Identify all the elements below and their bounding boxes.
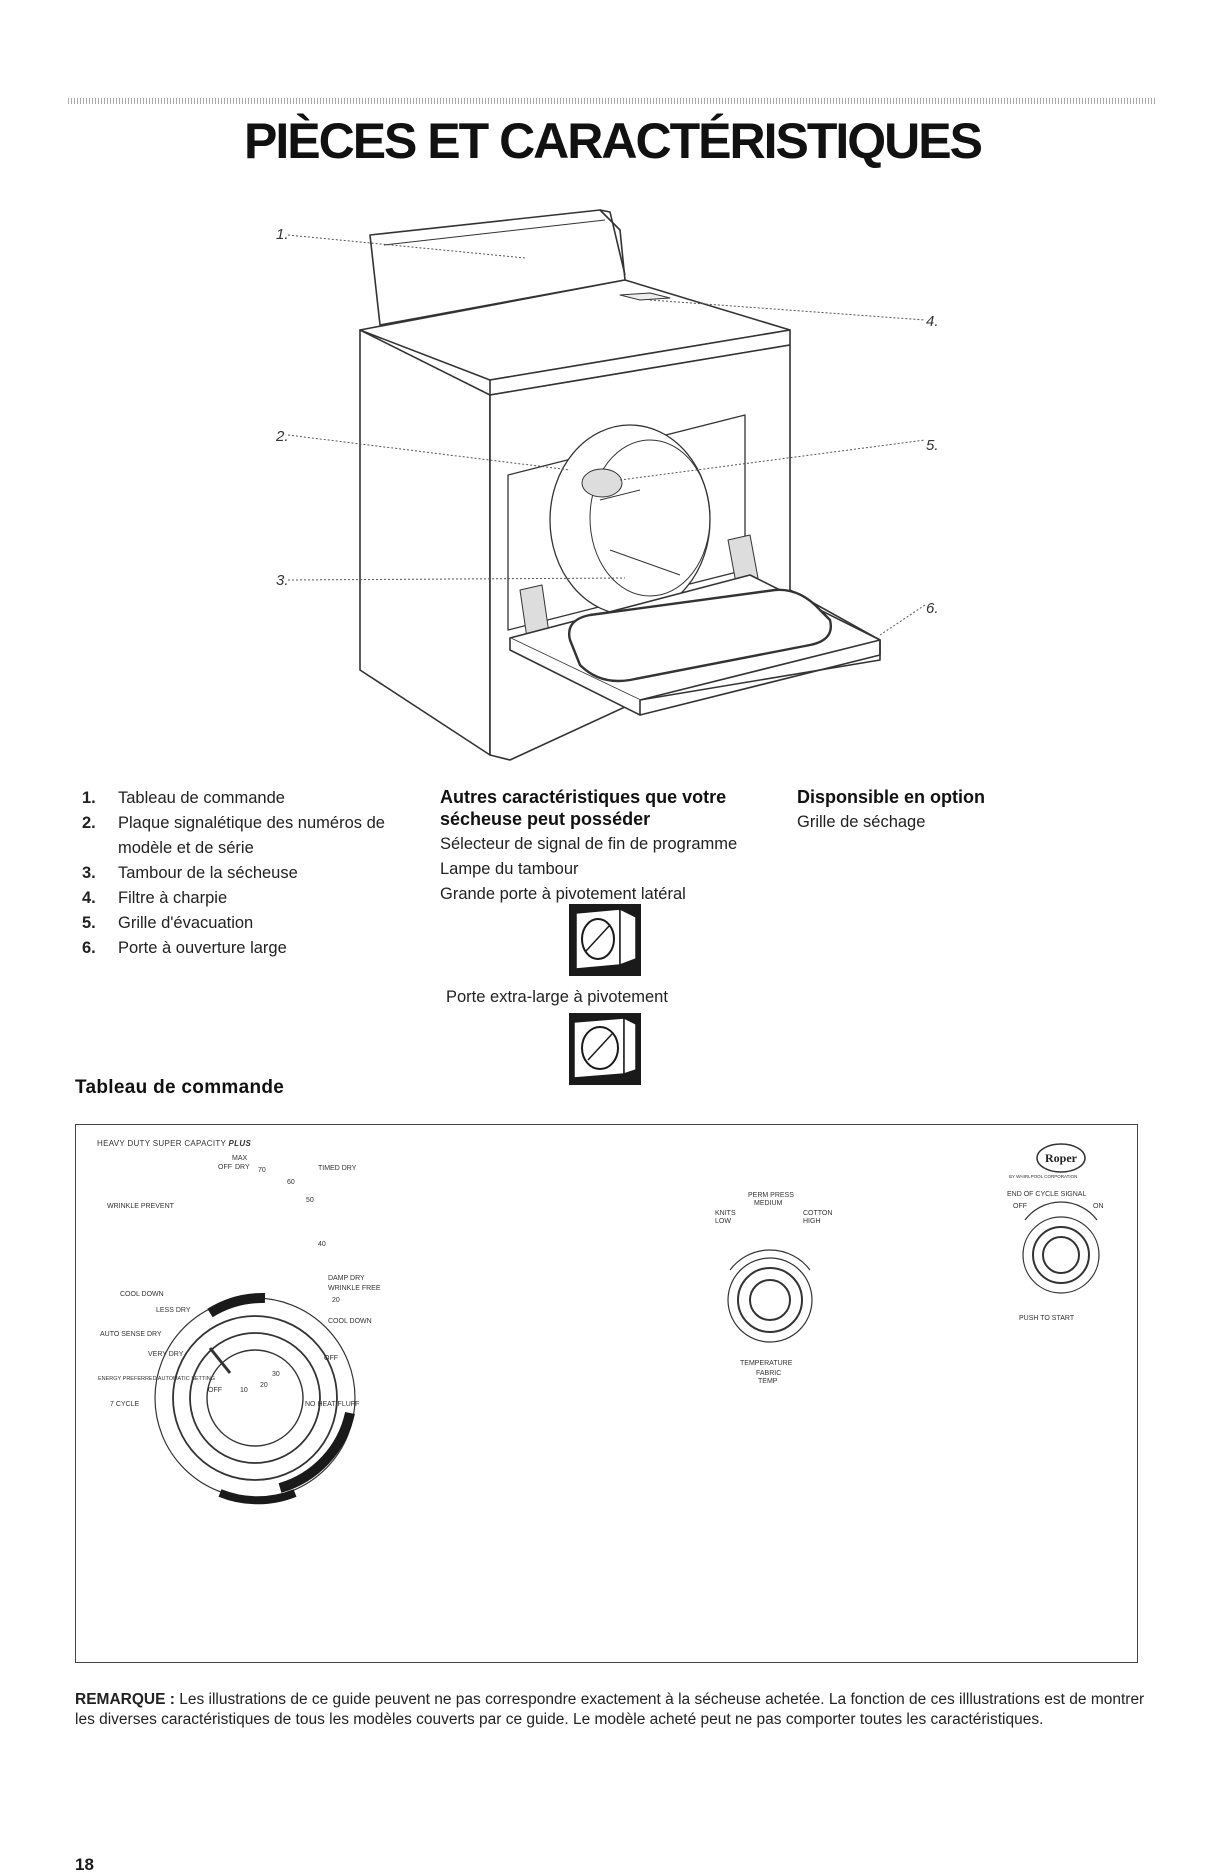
svg-text:TEMP: TEMP: [758, 1378, 778, 1385]
roper-logo-icon: [1036, 1143, 1086, 1173]
list-item: 5.Grille d'évacuation: [82, 914, 254, 932]
feature-item: Grande porte à pivotement latéral: [440, 885, 686, 903]
callout-4: 4.: [926, 313, 939, 330]
svg-text:MAX: MAX: [232, 1155, 248, 1162]
callout-3: 3.: [276, 572, 289, 589]
svg-text:60: 60: [287, 1179, 295, 1186]
svg-text:OFF: OFF: [324, 1355, 338, 1362]
svg-text:30: 30: [272, 1371, 280, 1378]
model-line: HEAVY DUTY SUPER CAPACITY PLUS: [97, 1139, 252, 1148]
svg-text:10: 10: [240, 1387, 248, 1394]
svg-text:PUSH TO START: PUSH TO START: [1019, 1315, 1075, 1322]
callout-5: 5.: [926, 437, 939, 454]
svg-text:BY WHIRLPOOL CORPORATION: BY WHIRLPOOL CORPORATION: [1009, 1174, 1077, 1179]
callout-1: 1.: [276, 226, 289, 243]
control-panel-heading: Tableau de commande: [75, 1077, 285, 1098]
other-features: Autres caractéristiques que votre sécheu…: [440, 786, 780, 907]
list-item: 3.Tambour de la sécheuse: [82, 864, 298, 882]
svg-text:OFF: OFF: [208, 1387, 222, 1394]
svg-text:ENERGY PREFERRED AUTOMATIC SET: ENERGY PREFERRED AUTOMATIC SETTING: [98, 1376, 215, 1382]
callout-6: 6.: [926, 600, 939, 617]
top-dotted-rule: [68, 98, 1156, 104]
temperature-dial[interactable]: PERM PRESS MEDIUM KNITS LOW COTTON HIGH …: [700, 1185, 840, 1635]
list-item: 6.Porte à ouverture large: [82, 939, 287, 957]
side-swing-door-icon: [569, 904, 641, 976]
svg-text:COTTON: COTTON: [803, 1210, 832, 1217]
svg-text:7 CYCLE: 7 CYCLE: [110, 1401, 140, 1408]
list-item: 4.Filtre à charpie: [82, 889, 228, 907]
remark-paragraph: REMARQUE : Les illustrations de ce guide…: [75, 1690, 1150, 1730]
svg-text:PERM PRESS: PERM PRESS: [748, 1192, 794, 1199]
optional-heading: Disponsible en option: [797, 787, 985, 807]
svg-text:HIGH: HIGH: [803, 1218, 821, 1225]
svg-text:OFF: OFF: [1013, 1203, 1027, 1210]
list-item: 1.Tableau de commande: [82, 789, 285, 807]
svg-text:LOW: LOW: [715, 1218, 731, 1225]
dryer-illustration: [287, 209, 926, 761]
svg-text:40: 40: [318, 1241, 326, 1248]
svg-text:AUTO SENSE DRY: AUTO SENSE DRY: [100, 1331, 162, 1338]
svg-text:Roper: Roper: [1045, 1151, 1078, 1165]
svg-text:WRINKLE FREE: WRINKLE FREE: [328, 1285, 381, 1292]
svg-text:COOL DOWN: COOL DOWN: [120, 1291, 164, 1298]
page-title: PIÈCES ET CARACTÉRISTIQUES: [244, 113, 983, 169]
extra-door-label: Porte extra-large à pivotement: [446, 988, 668, 1006]
svg-text:VERY DRY: VERY DRY: [148, 1351, 184, 1358]
svg-text:KNITS: KNITS: [715, 1210, 736, 1217]
svg-text:END OF CYCLE SIGNAL: END OF CYCLE SIGNAL: [1007, 1191, 1086, 1198]
svg-text:ON: ON: [1093, 1203, 1104, 1210]
other-features-heading: Autres caractéristiques que votre sécheu…: [440, 787, 727, 829]
extra-large-door-icon: [569, 1013, 641, 1085]
svg-text:50: 50: [306, 1197, 314, 1204]
svg-text:OFF: OFF: [218, 1164, 232, 1171]
optional-item: Grille de séchage: [797, 813, 926, 831]
svg-text:MEDIUM: MEDIUM: [754, 1200, 783, 1207]
svg-text:20: 20: [332, 1297, 340, 1304]
svg-text:20: 20: [260, 1382, 268, 1389]
page-number: 18: [75, 1855, 94, 1874]
parts-list: 1.Tableau de commande 2.Plaque signaléti…: [82, 786, 422, 961]
svg-text:70: 70: [258, 1167, 266, 1174]
svg-text:TIMED DRY: TIMED DRY: [318, 1165, 357, 1172]
remark-text: Les illustrations de ce guide peuvent ne…: [75, 1691, 1145, 1728]
callout-2: 2.: [276, 428, 289, 445]
svg-text:WRINKLE PREVENT: WRINKLE PREVENT: [107, 1203, 175, 1210]
list-item: 2.Plaque signalétique des numéros de mod…: [82, 814, 385, 857]
svg-text:FABRIC: FABRIC: [756, 1370, 781, 1377]
optional-features: Disponsible en option Grille de séchage: [797, 786, 1097, 835]
svg-text:NO HEAT/FLUFF: NO HEAT/FLUFF: [305, 1401, 359, 1408]
cycle-selector-dial[interactable]: MAX OFF DRY 70 60 50 40 TIMED DRY WRINKL…: [80, 1148, 410, 1658]
svg-text:LESS DRY: LESS DRY: [156, 1307, 191, 1314]
remark-label: REMARQUE :: [75, 1691, 175, 1708]
svg-text:DAMP DRY: DAMP DRY: [328, 1275, 365, 1282]
end-of-cycle-signal-dial[interactable]: Roper BY WHIRLPOOL CORPORATION END OF CY…: [995, 1140, 1125, 1620]
feature-item: Sélecteur de signal de fin de programme: [440, 835, 738, 853]
svg-text:COOL DOWN: COOL DOWN: [328, 1318, 372, 1325]
svg-text:DRY: DRY: [235, 1164, 250, 1171]
svg-text:TEMPERATURE: TEMPERATURE: [740, 1360, 793, 1367]
feature-item: Lampe du tambour: [440, 860, 579, 878]
